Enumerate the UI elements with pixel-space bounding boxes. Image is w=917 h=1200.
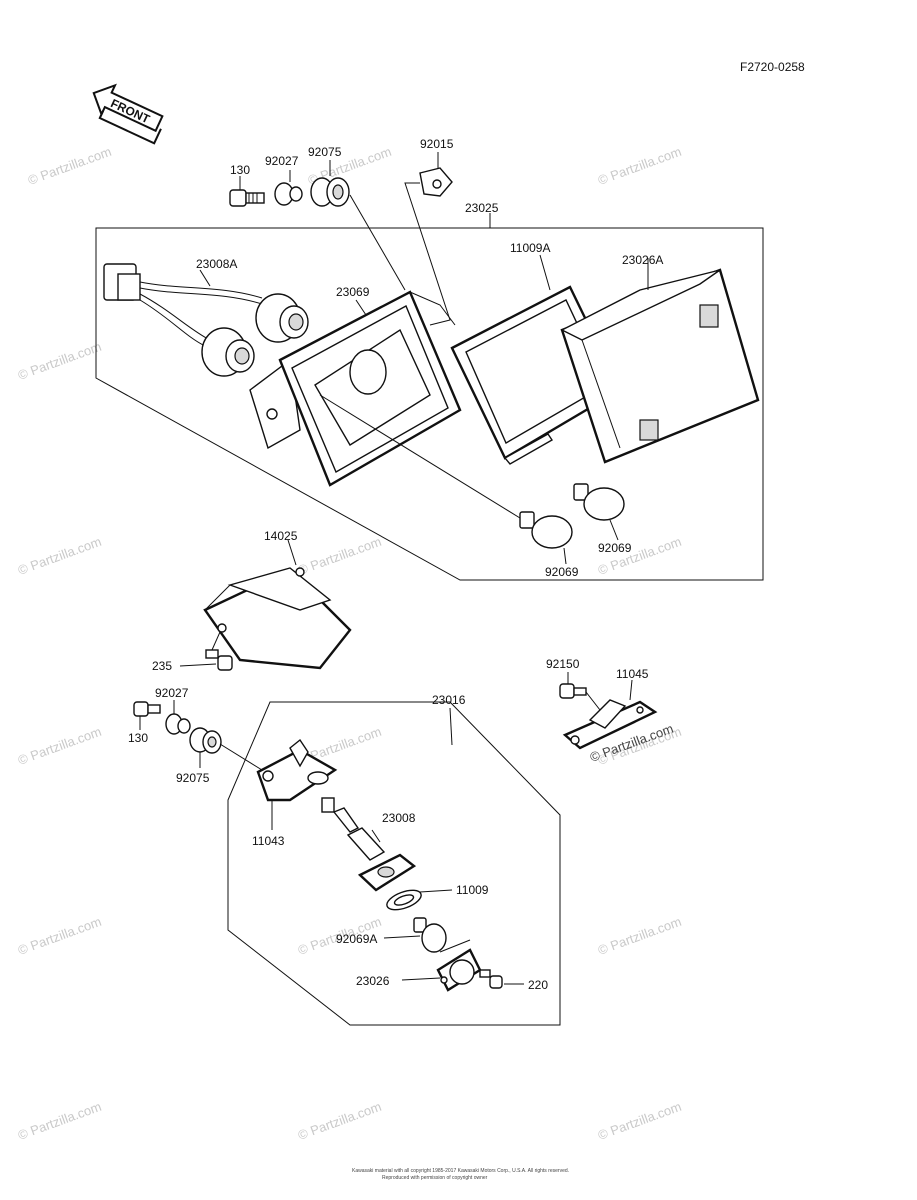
bolt-92150: [559, 683, 587, 699]
label-130-top: 130: [230, 163, 250, 177]
leader-line: [383, 935, 421, 939]
leader-line: [371, 829, 381, 843]
label-92069-right: 92069: [598, 541, 632, 555]
bracket-11043: [256, 738, 338, 802]
label-92069A: 92069A: [336, 932, 377, 946]
collar-92027-mid: [165, 713, 191, 735]
leader-line: [401, 977, 441, 981]
watermark: © Partzilla.com: [16, 534, 103, 578]
footer-copyright: Kawasaki material with all copyright 198…: [352, 1168, 569, 1174]
nut-92015: [419, 167, 453, 197]
bolt-130-mid: [133, 701, 161, 717]
leader-line: [355, 299, 367, 316]
housing-23069: [249, 290, 462, 487]
leader-line: [179, 663, 217, 667]
leader-line: [629, 679, 633, 701]
label-130-mid: 130: [128, 731, 148, 745]
leader-line: [439, 939, 471, 953]
label-235: 235: [152, 659, 172, 673]
label-92027-mid: 92027: [155, 686, 189, 700]
label-11009: 11009: [456, 883, 489, 897]
leader-line: [585, 691, 601, 711]
leader-line: [219, 743, 263, 771]
watermark: © Partzilla.com: [26, 144, 113, 188]
leader-line: [419, 889, 453, 893]
label-23069: 23069: [336, 285, 370, 299]
label-92075-top: 92075: [308, 145, 342, 159]
watermark: © Partzilla.com: [596, 914, 683, 958]
watermark: © Partzilla.com: [16, 339, 103, 383]
leader-line: [211, 631, 221, 651]
leader-line: [609, 519, 619, 541]
collar-92027-top: [274, 182, 303, 206]
label-23026: 23026: [356, 974, 390, 988]
watermark: © Partzilla.com: [296, 534, 383, 578]
label-14025: 14025: [264, 529, 298, 543]
watermark: © Partzilla.com: [296, 1099, 383, 1143]
leader-line: [449, 707, 453, 746]
bulb-92069A: [413, 917, 447, 953]
label-23016: 23016: [432, 693, 466, 707]
label-92150: 92150: [546, 657, 580, 671]
label-92069-bottom: 92069: [545, 565, 579, 579]
leader-line: [539, 254, 551, 291]
grommet-92075-mid: [189, 727, 222, 754]
watermark: © Partzilla.com: [596, 144, 683, 188]
bolt-235: [205, 649, 233, 671]
watermark: © Partzilla.com: [16, 724, 103, 768]
label-92027-top: 92027: [265, 154, 299, 168]
screw-220: [479, 969, 503, 989]
watermark: © Partzilla.com: [16, 914, 103, 958]
label-23025: 23025: [465, 201, 499, 215]
footer-permission: Reproduced with permission of copyright …: [382, 1175, 488, 1181]
leader-line: [349, 194, 406, 291]
bolt-130-top: [229, 189, 265, 207]
label-11043: 11043: [252, 834, 285, 848]
label-23008: 23008: [382, 811, 416, 825]
lens-23026A: [560, 268, 760, 464]
socket-23008: [321, 797, 417, 892]
leader-line: [287, 539, 297, 566]
watermark: © Partzilla.com: [596, 1099, 683, 1143]
bulb-92069-right: [573, 483, 625, 521]
lens-23026: [436, 948, 482, 992]
diagram-code: F2720-0258: [740, 60, 805, 74]
wire-harness-23008A: [103, 263, 309, 377]
label-92015: 92015: [420, 137, 454, 151]
label-220: 220: [528, 978, 548, 992]
front-arrow-icon: FRONT: [92, 83, 164, 145]
label-92075-mid: 92075: [176, 771, 210, 785]
label-23008A: 23008A: [196, 257, 237, 271]
label-23026A: 23026A: [622, 253, 663, 267]
assembly-23025-outline: [95, 227, 764, 581]
gasket-11009: [386, 889, 422, 911]
leader-line: [563, 547, 567, 565]
watermark: © Partzilla.com: [16, 1099, 103, 1143]
label-11009A: 11009A: [510, 241, 550, 255]
assembly-23016-outline: [227, 701, 561, 1026]
leader-line: [404, 182, 451, 326]
grommet-92075-top: [310, 177, 350, 207]
leader-line: [199, 269, 211, 287]
bulb-92069-bottom: [519, 511, 573, 549]
leader-line: [319, 394, 521, 519]
bracket-11045: [562, 699, 658, 750]
cover-14025: [203, 567, 352, 670]
label-11045: 11045: [616, 667, 649, 681]
